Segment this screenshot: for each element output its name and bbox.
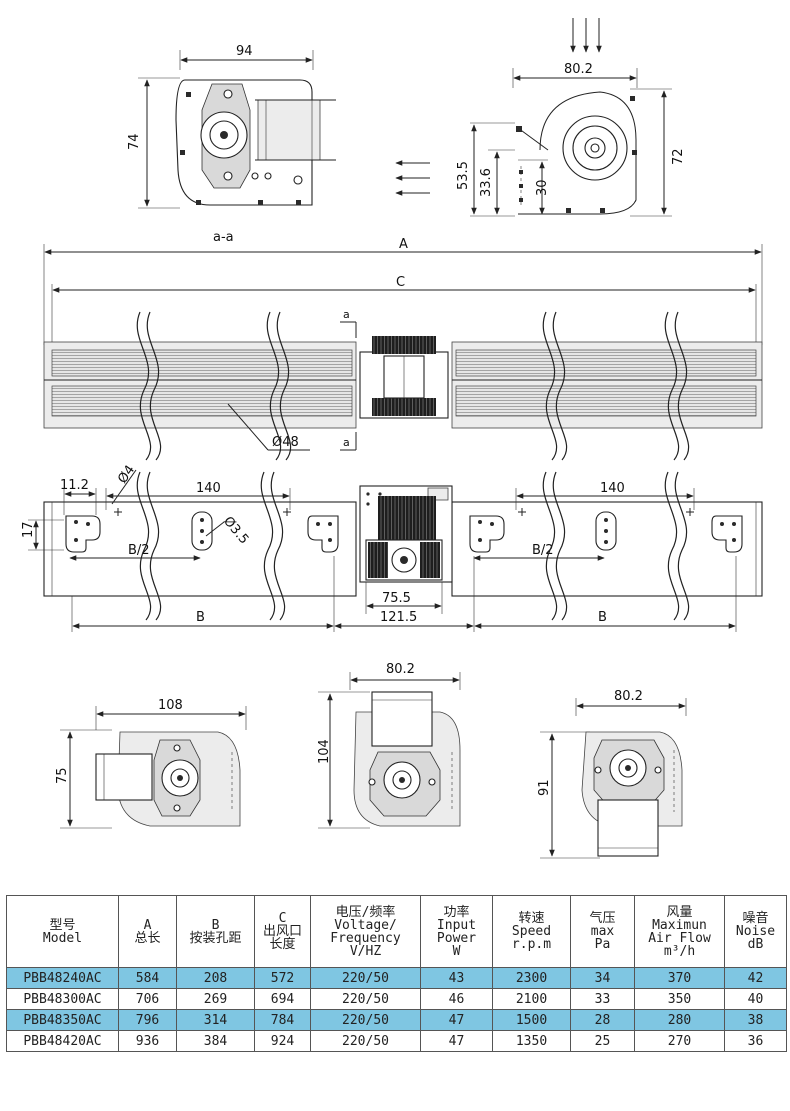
dim-view1-width: 108 bbox=[158, 698, 183, 713]
cell-airflow: 280 bbox=[634, 1009, 725, 1031]
cell-power: 47 bbox=[420, 1009, 493, 1031]
table-row: PBB48240AC 584 208 572 220/50 43 2300 34… bbox=[6, 967, 787, 989]
table-row: PBB48300AC 706 269 694 220/50 46 2100 33… bbox=[6, 988, 787, 1010]
section-mark-top: a bbox=[343, 308, 350, 321]
cell-power: 46 bbox=[420, 988, 493, 1010]
cell-c: 784 bbox=[254, 1009, 311, 1031]
cell-pressure: 28 bbox=[570, 1009, 635, 1031]
technical-drawing: 94 74 a-a bbox=[21, 18, 763, 859]
dim-view3-height: 91 bbox=[537, 779, 552, 796]
cell-pressure: 25 bbox=[570, 1030, 635, 1052]
section-mark-bottom: a bbox=[343, 436, 350, 449]
dim-inlet-h1: 53.5 bbox=[456, 161, 471, 190]
plan-view: 11.2 Ø4 140 140 Ø3.5 17 B/2 B/2 bbox=[21, 463, 763, 632]
dim-outlet-height: 72 bbox=[671, 148, 686, 165]
cell-airflow: 350 bbox=[634, 988, 725, 1010]
cell-a: 584 bbox=[118, 967, 177, 989]
airflow-arrows bbox=[395, 18, 602, 196]
cell-b: 269 bbox=[176, 988, 255, 1010]
cell-speed: 1500 bbox=[492, 1009, 571, 1031]
dim-view2-height: 104 bbox=[317, 739, 332, 764]
front-view: A C a a Ø48 bbox=[43, 237, 763, 461]
cell-model: PBB48420AC bbox=[6, 1030, 119, 1052]
section-label: a-a bbox=[213, 230, 234, 245]
cell-noise: 38 bbox=[724, 1009, 787, 1031]
table-row: PBB48350AC 796 314 784 220/50 47 1500 28… bbox=[6, 1009, 787, 1031]
cell-voltage: 220/50 bbox=[310, 988, 421, 1010]
cell-power: 47 bbox=[420, 1030, 493, 1052]
dim-inlet-h3: 30 bbox=[535, 179, 550, 196]
cell-b: 384 bbox=[176, 1030, 255, 1052]
dim-motor-gap: 121.5 bbox=[380, 610, 417, 625]
table-row: PBB48420AC 936 384 924 220/50 47 1350 25… bbox=[6, 1030, 787, 1052]
dim-half-mount-left: B/2 bbox=[128, 543, 150, 558]
cell-c: 572 bbox=[254, 967, 311, 989]
cell-speed: 2300 bbox=[492, 967, 571, 989]
section-view-right: 80.2 72 53.5 33.6 30 bbox=[456, 62, 686, 217]
cell-model: PBB48240AC bbox=[6, 967, 119, 989]
end-view-left: 94 74 bbox=[127, 44, 336, 209]
cell-noise: 42 bbox=[724, 967, 787, 989]
cell-pressure: 33 bbox=[570, 988, 635, 1010]
cell-voltage: 220/50 bbox=[310, 1009, 421, 1031]
cell-noise: 36 bbox=[724, 1030, 787, 1052]
dim-slot-pitch-right: 140 bbox=[600, 481, 625, 496]
dim-outlet-length: C bbox=[396, 275, 405, 290]
dim-slot-height: 17 bbox=[21, 521, 36, 538]
cell-speed: 1350 bbox=[492, 1030, 571, 1052]
outlet-view-2: 80.2 104 bbox=[317, 662, 461, 829]
dim-mount-pitch-left: B bbox=[196, 610, 205, 625]
cell-airflow: 270 bbox=[634, 1030, 725, 1052]
cell-voltage: 220/50 bbox=[310, 967, 421, 989]
cell-a: 936 bbox=[118, 1030, 177, 1052]
cell-a: 706 bbox=[118, 988, 177, 1010]
dim-total-length: A bbox=[399, 237, 408, 252]
cell-model: PBB48300AC bbox=[6, 988, 119, 1010]
cell-b: 314 bbox=[176, 1009, 255, 1031]
dim-inlet-h2: 33.6 bbox=[479, 168, 494, 197]
cell-airflow: 370 bbox=[634, 967, 725, 989]
cell-b: 208 bbox=[176, 967, 255, 989]
dim-motor-width: 75.5 bbox=[382, 591, 411, 606]
dim-mount-pitch-right: B bbox=[598, 610, 607, 625]
cell-c: 924 bbox=[254, 1030, 311, 1052]
dim-outlet-width: 80.2 bbox=[564, 62, 593, 77]
cell-a: 796 bbox=[118, 1009, 177, 1031]
cell-voltage: 220/50 bbox=[310, 1030, 421, 1052]
outlet-view-3: 80.2 91 bbox=[537, 689, 687, 859]
cell-power: 43 bbox=[420, 967, 493, 989]
dim-diameter: Ø48 bbox=[272, 435, 299, 450]
dim-view1-height: 75 bbox=[55, 767, 70, 784]
dim-view3-width: 80.2 bbox=[614, 689, 643, 704]
dim-end-view-height: 74 bbox=[127, 133, 142, 150]
cell-model: PBB48350AC bbox=[6, 1009, 119, 1031]
cell-speed: 2100 bbox=[492, 988, 571, 1010]
dim-view2-width: 80.2 bbox=[386, 662, 415, 677]
dim-slot-pitch-left: 140 bbox=[196, 481, 221, 496]
cell-noise: 40 bbox=[724, 988, 787, 1010]
outlet-view-1: 108 75 bbox=[55, 698, 247, 829]
cell-pressure: 34 bbox=[570, 967, 635, 989]
dim-end-view-width: 94 bbox=[236, 44, 253, 59]
cell-c: 694 bbox=[254, 988, 311, 1010]
dim-hole-offset: 11.2 bbox=[60, 478, 89, 493]
dim-hole-diameter: Ø4 bbox=[115, 463, 138, 487]
